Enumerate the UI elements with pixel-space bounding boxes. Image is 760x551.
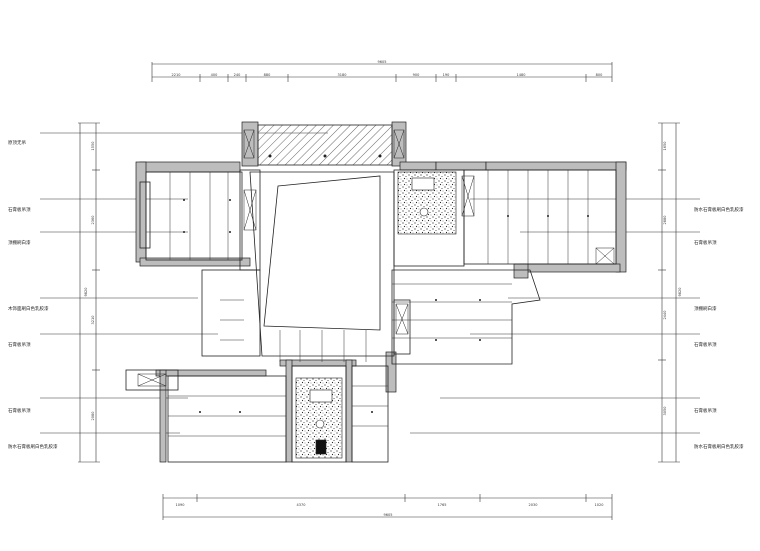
top-overall-dim: 9605 [377,60,387,64]
dimension-lines [78,62,680,520]
bottom-dim-2: 4370 [296,503,306,507]
top-dim-5: 3180 [337,73,347,77]
left-label-6: 石膏板吊顶 [8,409,31,414]
right-label-1: 防水石膏板刷白色乳胶漆 [694,208,744,213]
left-overall-dim: 9820 [84,287,88,297]
walls [135,121,627,463]
left-dim-3: 3210 [91,315,95,325]
right-dim-3: 2440 [663,310,667,320]
top-dim-3: 240 [233,73,241,77]
outline [125,124,617,463]
right-label-4: 石膏板吊顶 [694,343,717,348]
bottom-dim-3: 1765 [437,503,447,507]
right-label-5: 石膏板吊顶 [694,409,717,414]
top-dim-9: 800 [595,73,603,77]
wet-zones [295,171,457,459]
top-dim-6: 900 [412,73,420,77]
left-dim-2: 2360 [91,215,95,225]
left-label-1: 原顶无吊 [8,141,26,146]
bottom-dim-1: 1090 [175,503,185,507]
top-dim-7: 190 [442,73,450,77]
right-dim-1: 1650 [663,141,667,151]
left-label-3: 顶棚刷白漆 [8,241,31,246]
left-dim-1: 1550 [91,141,95,151]
right-label-2: 石膏板吊顶 [694,241,717,246]
bottom-dim-4: 2030 [528,503,538,507]
ceiling-slats [168,170,589,437]
right-overall-dim: 9820 [678,287,682,297]
right-dim-4: 3050 [663,406,667,416]
top-dim-2: 400 [210,73,218,77]
top-dim-1: 2210 [171,73,181,77]
right-label-6: 防水石膏板刷白色乳胶漆 [694,445,744,450]
top-dim-4: 880 [263,73,271,77]
right-dim-2: 2880 [663,215,667,225]
left-label-4: 木饰面刷白色乳胶漆 [8,307,49,312]
cross-boxes [137,129,615,387]
left-label-7: 防水石膏板刷白色乳胶漆 [8,445,58,450]
bottom-dim-5: 1020 [594,503,604,507]
left-label-5: 石膏板吊顶 [8,343,31,348]
right-label-3: 顶棚刷白漆 [694,307,717,312]
left-dim-4: 2080 [91,411,95,421]
light-fixtures [183,154,589,413]
bottom-overall-dim: 9605 [383,513,393,517]
top-dim-8: 1480 [516,73,526,77]
left-label-2: 石膏板吊顶 [8,208,31,213]
